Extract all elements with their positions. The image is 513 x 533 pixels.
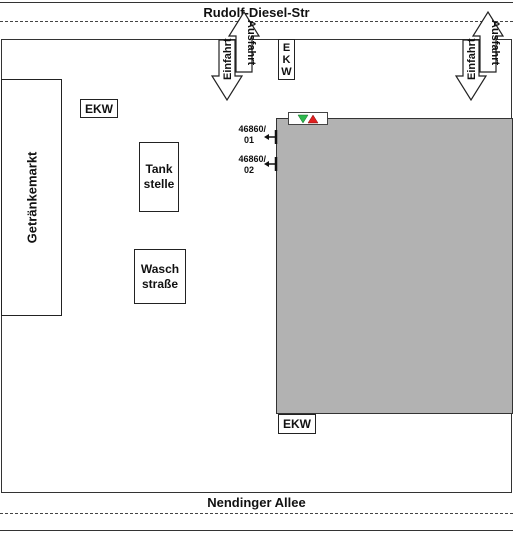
main-building [276, 118, 513, 414]
ekw-top-left: EKW [80, 99, 118, 118]
ekw-bottom: EKW [278, 414, 316, 434]
ekw-top-left-label: EKW [85, 101, 113, 116]
ekw-vertical-e: E [282, 41, 291, 54]
right-ausfahrt-label: Ausfahrt [489, 20, 501, 66]
right-access-arrows: Einfahrt Ausfahrt [455, 10, 505, 102]
left-einfahrt-arrow-icon [211, 39, 244, 102]
ekw-vertical-k: K [282, 53, 291, 66]
tankstelle-label-1: Tank [145, 162, 173, 176]
left-einfahrt-label: Einfahrt [222, 38, 234, 80]
bottom-street-line-upper [0, 513, 513, 514]
getraenkemarkt-label: Getränkemarkt [24, 151, 39, 244]
code-46860-01-line2: 01 [244, 135, 255, 145]
green-down-triangle-icon [297, 114, 309, 124]
ekw-vertical-w: W [281, 65, 292, 78]
bottom-street-line-lower [0, 530, 513, 531]
left-ausfahrt-label: Ausfahrt [245, 20, 257, 66]
right-einfahrt-label: Einfahrt [466, 38, 478, 80]
code-01-arrow-icon [264, 130, 278, 144]
red-up-triangle-icon [307, 114, 319, 124]
bottom-street-label: Nendinger Allee [207, 495, 306, 510]
code-46860-02-line1: 46860/ [238, 154, 266, 164]
waschstrasse-label-2: straße [141, 276, 179, 291]
code-46860-01: 46860/ 01 [234, 124, 266, 146]
entrance-triangles [297, 114, 319, 124]
tankstelle-building: Tank stelle [139, 142, 179, 212]
top-street-line-lower [0, 21, 513, 22]
top-street-line-upper [0, 2, 513, 3]
ekw-bottom-label: EKW [283, 417, 311, 431]
left-access-arrows: Einfahrt Ausfahrt [211, 10, 261, 102]
code-46860-02-line2: 02 [244, 165, 255, 175]
ekw-vertical: E K W [278, 39, 295, 80]
entrance-marker [288, 112, 328, 125]
top-street-label: Rudolf-Diesel-Str [203, 5, 310, 20]
code-46860-01-line1: 46860/ [238, 124, 266, 134]
waschstrasse-label-1: Wasch [140, 261, 180, 276]
right-einfahrt-arrow-icon [455, 39, 488, 102]
right-ausfahrt-arrow-icon [471, 10, 505, 73]
tankstelle-label-2: stelle [143, 177, 175, 191]
waschstrasse-building: Wasch straße [134, 249, 186, 304]
code-02-arrow-icon [264, 157, 278, 171]
getraenkemarkt-building: Getränkemarkt [1, 79, 62, 316]
left-ausfahrt-arrow-icon [227, 10, 261, 73]
code-46860-02: 46860/ 02 [234, 154, 266, 176]
